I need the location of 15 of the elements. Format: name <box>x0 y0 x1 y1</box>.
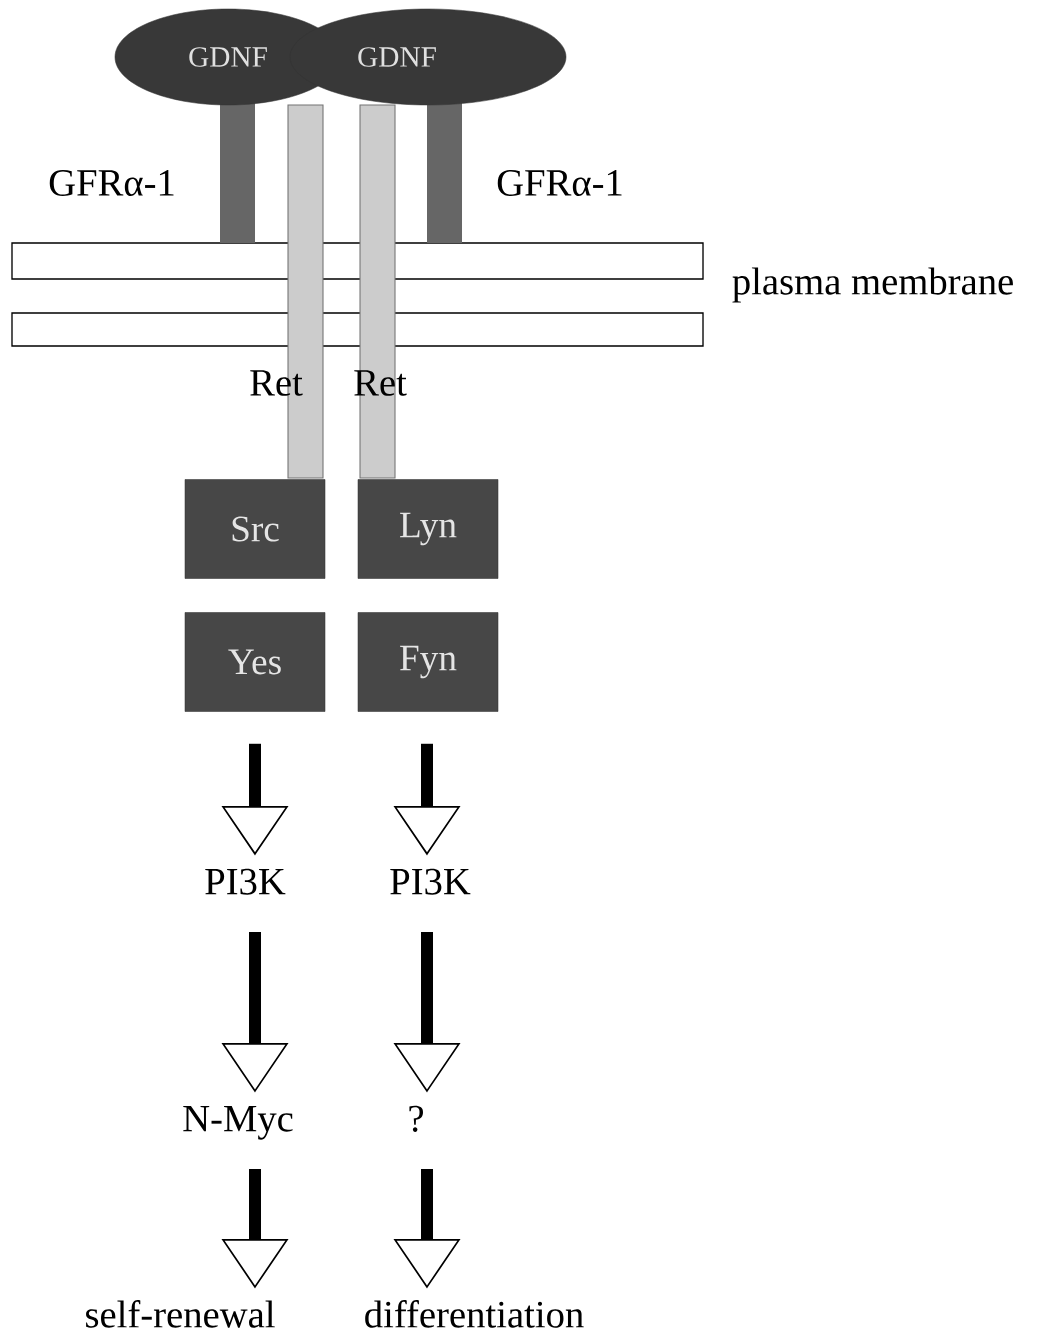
outcome-label: differentiation <box>365 1300 584 1328</box>
receptor-label: GFRα-1 <box>49 170 174 196</box>
molecule-label: N-Myc <box>183 1106 293 1140</box>
outcome-label: self-renewal <box>86 1300 275 1328</box>
receptor-label: Ret <box>354 370 407 396</box>
molecule-label: PI3K <box>390 868 471 895</box>
molecule-label: PI3K <box>205 868 286 895</box>
receptor-label: GFRα-1 <box>497 170 622 196</box>
receptor-label: Ret <box>250 370 303 396</box>
kinase-box: Fyn <box>357 612 499 712</box>
kinase-box: Yes <box>184 612 326 712</box>
kinase-box: Lyn <box>357 479 499 579</box>
molecule-label: ? <box>409 1105 423 1132</box>
kinase-box: Src <box>184 479 326 579</box>
membrane-label: plasma membrane <box>732 267 1013 303</box>
